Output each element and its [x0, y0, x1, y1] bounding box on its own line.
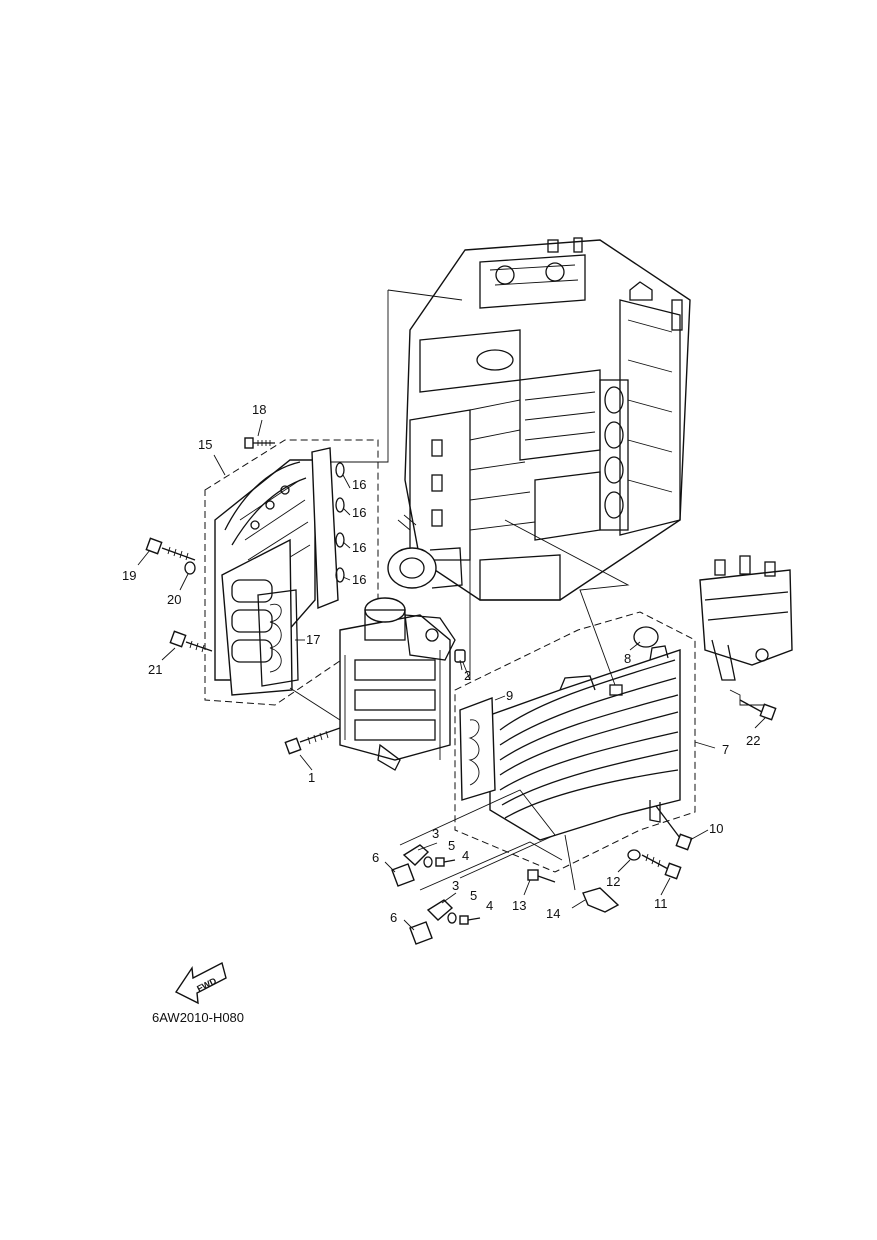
callout-3: 3 [452, 878, 459, 893]
bolt-18 [244, 437, 275, 449]
callout-8: 8 [624, 651, 631, 666]
callout-12: 12 [606, 874, 620, 889]
callout-17: 17 [306, 632, 320, 647]
callout-2: 2 [464, 668, 471, 683]
bolt-4-upper [435, 857, 456, 867]
washer-5-lower [447, 912, 457, 924]
callout-18: 18 [252, 402, 266, 417]
callout-leaders [137, 419, 766, 931]
callout-4: 4 [462, 848, 469, 863]
callout-1: 1 [308, 770, 315, 785]
callout-7: 7 [722, 742, 729, 757]
clamp-3-lower [426, 899, 454, 921]
callout-20: 20 [167, 592, 181, 607]
bolt-1 [284, 727, 341, 755]
callout-6: 6 [390, 910, 397, 925]
nut-6-upper [391, 863, 415, 887]
callout-labels: 18 15 16 16 16 16 19 20 17 21 2 9 8 22 7… [122, 402, 760, 925]
intake-manifold-7 [454, 611, 696, 873]
callout-13: 13 [512, 898, 526, 913]
callout-22: 22 [746, 733, 760, 748]
washer-12 [627, 849, 641, 861]
intake-assembly-15 [204, 439, 379, 706]
callout-15: 15 [198, 437, 212, 452]
callout-10: 10 [709, 821, 723, 836]
bolt-13 [527, 869, 556, 883]
drawing-code: 6AW2010-H080 [152, 1010, 244, 1025]
bolt-21 [169, 630, 213, 653]
bolt-19 [145, 537, 196, 561]
callout-11: 11 [654, 896, 668, 911]
callout-6: 6 [372, 850, 379, 865]
nut-6-lower [409, 921, 433, 945]
callout-16: 16 [352, 540, 366, 555]
bolt-10 [655, 805, 693, 851]
callout-16: 16 [352, 505, 366, 520]
throttle-housing [339, 597, 456, 771]
washer-5-upper [423, 856, 433, 868]
bolt-11 [641, 853, 682, 880]
callout-21: 21 [148, 662, 162, 677]
bolt-22 [739, 699, 777, 721]
engine-block [387, 237, 691, 601]
callout-14: 14 [546, 906, 560, 921]
callout-5: 5 [448, 838, 455, 853]
callout-4: 4 [486, 898, 493, 913]
callout-5: 5 [470, 888, 477, 903]
callout-16: 16 [352, 572, 366, 587]
washer-20 [184, 561, 196, 575]
callout-16: 16 [352, 477, 366, 492]
callout-9: 9 [506, 688, 513, 703]
fwd-arrow-icon: FWD [174, 961, 227, 1005]
bracket-14 [582, 887, 620, 913]
callout-3: 3 [432, 826, 439, 841]
electrical-component [699, 555, 793, 681]
oil-filter [387, 514, 463, 589]
callout-19: 19 [122, 568, 136, 583]
clamp-3-upper [402, 844, 430, 866]
bolt-4-lower [459, 915, 481, 925]
